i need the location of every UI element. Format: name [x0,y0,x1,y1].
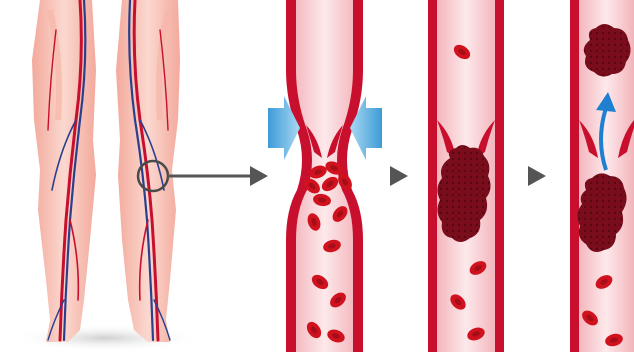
clot-formation-panel [428,0,546,352]
step-arrow-icon [390,166,408,186]
vein-wall-left [428,0,437,352]
step-arrow-icon [528,166,546,186]
embolus-panel [570,0,634,352]
pointer-arrow-icon [250,166,268,186]
vein-wall-right [495,0,504,352]
vein-wall-left [570,0,579,352]
legs-panel [10,0,268,352]
vein-compression-panel [268,0,408,352]
floor-shadow [10,324,200,352]
left-leg [32,0,96,342]
